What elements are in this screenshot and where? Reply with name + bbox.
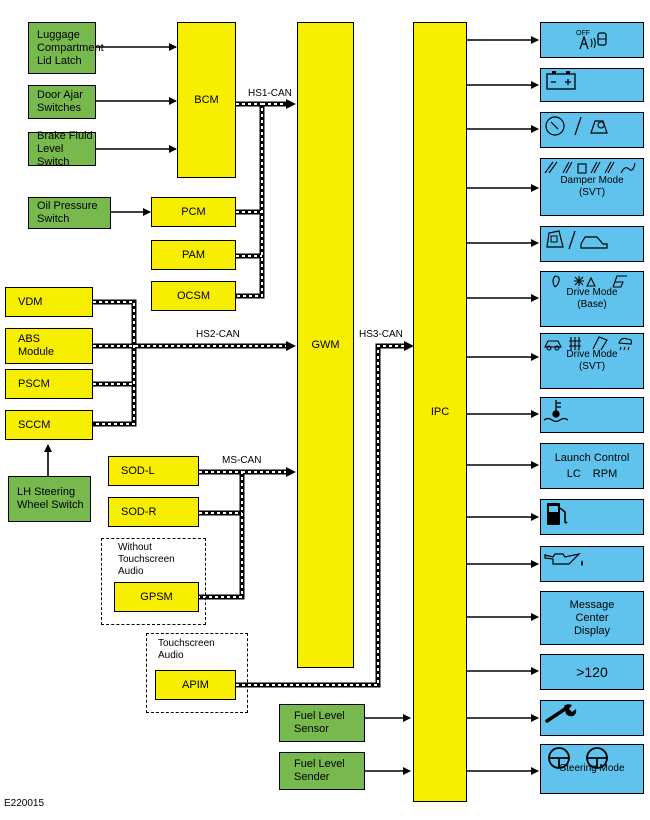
steering-warning-indicator [540, 112, 644, 148]
pam-module: PAM [151, 240, 236, 270]
touchscreen-group [146, 633, 248, 713]
coolant-temp-indicator [540, 397, 644, 433]
coolant-temp-icon [543, 400, 569, 423]
message-center-indicator: Message Center Display [540, 591, 644, 645]
steering-wheel-icon [548, 747, 608, 769]
steering-warning-icon [545, 116, 608, 136]
sodr-module: SOD-R [108, 497, 199, 527]
rpm-label: RPM [592, 467, 618, 480]
damper-mode-label: Damper Mode (SVT) [560, 175, 624, 198]
abs-module: ABS Module [5, 328, 93, 364]
drive-mode-base-indicator: Drive Mode (Base) [540, 271, 644, 327]
fuel-sensor-label: Fuel Level Sensor [294, 710, 345, 735]
gpsm-label: GPSM [140, 590, 173, 603]
touchscreen-note: Touchscreen Audio [158, 638, 215, 661]
lh-steering-label: LH Steering Wheel Switch [17, 486, 84, 511]
can-bus-white [93, 103, 404, 686]
door-ajar-label: Door Ajar Switches [37, 89, 83, 114]
vdm-label: VDM [18, 295, 43, 308]
speed-label: >120 [576, 663, 608, 680]
apim-label: APIM [182, 678, 209, 691]
drive-mode-base-icon [552, 275, 627, 288]
battery-icon [546, 71, 576, 90]
pscm-label: PSCM [18, 377, 50, 390]
fuel-indicator [540, 499, 644, 535]
ocsm-module: OCSM [151, 281, 236, 311]
speed-indicator: >120 [540, 654, 644, 690]
bcm-module: BCM [177, 22, 236, 178]
pscm-module: PSCM [5, 369, 93, 399]
off-label: OFF [576, 30, 590, 37]
fuel-sender-label: Fuel Level Sender [294, 758, 345, 783]
headlamp-off-indicator: OFF [540, 22, 644, 58]
service-indicator [540, 700, 644, 736]
door-ajar-input: Door Ajar Switches [28, 85, 96, 119]
ipc-label: IPC [430, 405, 450, 418]
vdm-module: VDM [5, 287, 93, 317]
hs1-can-label: HS1-CAN [248, 88, 292, 99]
single-connections [44, 36, 539, 775]
pam-label: PAM [181, 248, 206, 261]
drive-mode-svt-label: Drive Mode (SVT) [566, 349, 618, 372]
sodl-label: SOD-L [121, 464, 155, 477]
message-center-label: Message Center Display [569, 598, 615, 637]
ocsm-label: OCSM [177, 289, 210, 302]
brake-fluid-input: Brake Fluid Level Switch [28, 129, 96, 168]
luggage-latch-input: Luggage Compartment Lid Latch [28, 22, 104, 74]
wrench-icon [545, 704, 577, 723]
fuel-pump-icon [547, 503, 568, 525]
lc-label: LC [566, 467, 581, 480]
pcm-label: PCM [181, 205, 206, 218]
abs-label: ABS Module [18, 333, 55, 358]
damper-mode-icon [544, 161, 636, 174]
bcm-label: BCM [194, 93, 219, 106]
hs3-can-label: HS3-CAN [359, 329, 403, 340]
door-ajar-icon [546, 230, 608, 250]
without-touchscreen-group [101, 538, 206, 625]
drive-mode-base-label: Drive Mode (Base) [566, 287, 618, 310]
apim-module: APIM [155, 670, 236, 700]
bus-arrowheads [286, 99, 414, 477]
steering-mode-indicator: Steering Mode [540, 744, 644, 794]
hs2-can-label: HS2-CAN [196, 329, 240, 340]
sccm-module: SCCM [5, 410, 93, 440]
oil-pressure-indicator [540, 546, 644, 582]
oil-pressure-label: Oil Pressure Switch [37, 200, 98, 225]
pcm-module: PCM [151, 197, 236, 227]
without-touchscreen-note: Without Touchscreen Audio [118, 542, 175, 577]
launch-control-indicator: Launch Control LC RPM [540, 443, 644, 489]
sodl-module: SOD-L [108, 456, 199, 486]
ms-can-label: MS-CAN [222, 455, 262, 466]
oil-pressure-input: Oil Pressure Switch [28, 197, 111, 229]
gwm-label: GWM [311, 338, 340, 351]
door-ajar-indicator [540, 226, 644, 262]
fuel-sensor-input: Fuel Level Sensor [279, 704, 365, 742]
brake-fluid-label: Brake Fluid Level Switch [37, 129, 93, 168]
fuel-sender-input: Fuel Level Sender [279, 752, 365, 790]
gpsm-module: GPSM [114, 582, 199, 612]
figure-code: E220015 [4, 798, 45, 809]
sccm-label: SCCM [18, 418, 51, 431]
sodr-label: SOD-R [121, 505, 157, 518]
lh-steering-input: LH Steering Wheel Switch [8, 476, 91, 522]
battery-indicator [540, 68, 644, 102]
ipc-module: IPC [413, 22, 467, 802]
oil-can-icon [544, 552, 583, 566]
launch-control-label: Launch Control [554, 451, 630, 464]
gwm-module: GWM [297, 22, 354, 668]
luggage-latch-label: Luggage Compartment Lid Latch [37, 28, 104, 67]
damper-mode-indicator: Damper Mode (SVT) [540, 158, 644, 216]
drive-mode-svt-icon [544, 336, 633, 351]
drive-mode-svt-indicator: Drive Mode (SVT) [540, 333, 644, 389]
steering-mode-label: Steering Mode [559, 763, 625, 774]
headlamp-off-icon [579, 32, 607, 50]
